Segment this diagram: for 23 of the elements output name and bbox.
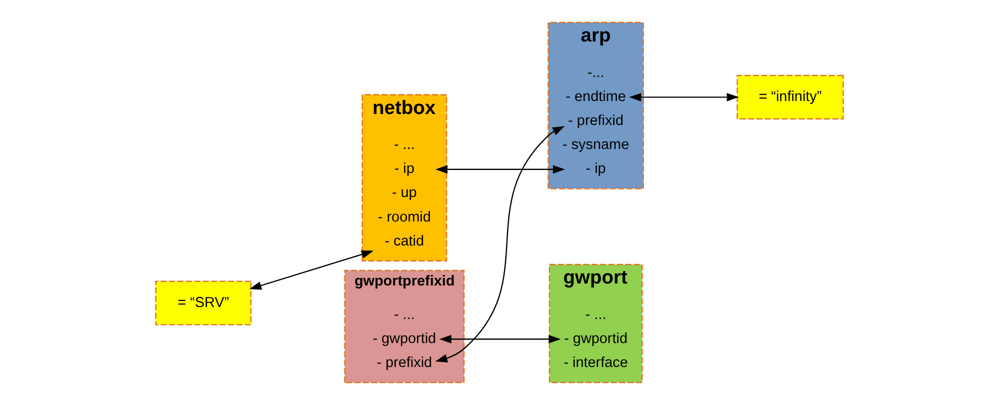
arrow <box>435 165 565 174</box>
node-text: - ... <box>585 306 606 323</box>
node-text: - ip <box>394 161 414 178</box>
node-text: - interface <box>564 354 628 371</box>
arrow <box>629 92 739 102</box>
node-text: - catid <box>384 233 424 250</box>
arrow <box>249 250 374 290</box>
node-box: = “SRV” <box>155 280 252 326</box>
node-text: - roomid <box>378 209 431 226</box>
node-text: - ip <box>586 161 606 178</box>
arrow <box>439 334 561 344</box>
node-text: - ... <box>394 137 415 154</box>
node-text: - sysname <box>562 137 630 154</box>
node-text: -... <box>587 64 604 81</box>
node-text: - prefixid <box>568 112 624 129</box>
node-text: - gwportid <box>564 330 628 347</box>
arrow <box>435 126 565 362</box>
node-text: - gwportid <box>372 330 436 347</box>
node-text: - up <box>392 185 417 202</box>
node-text: - endtime <box>566 88 626 105</box>
node-text: - ... <box>394 306 415 323</box>
node-box: = “infinity” <box>736 74 844 120</box>
node-text: - prefixid <box>376 354 432 371</box>
